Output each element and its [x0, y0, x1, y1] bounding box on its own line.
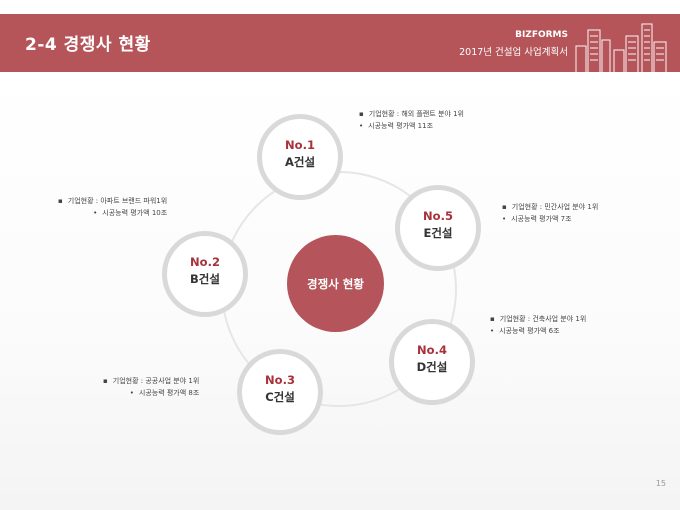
company-note-e: 기업현황 : 민간사업 분야 1위 시공능력 평가액 7조 — [502, 201, 598, 225]
company-status: 기업현황 : 해외 플랜트 분야 1위 — [359, 110, 464, 118]
header-bar: 2-4 경쟁사 현황 BIZFORMS 2017년 건설업 사업계획서 — [0, 14, 680, 74]
city-skyline-icon — [575, 23, 667, 74]
company-capacity: 시공능력 평가액 7조 — [502, 213, 598, 225]
company-node-c: No.3 C건설 — [237, 349, 323, 435]
company-status: 기업현황 : 아파트 브랜드 파워1위 — [58, 197, 167, 205]
page-number: 15 — [655, 479, 666, 488]
company-rank: No.3 — [265, 373, 295, 387]
center-hub: 경쟁사 현황 — [287, 235, 384, 332]
company-note-d: 기업현황 : 건축사업 분야 1위 시공능력 평가액 6조 — [490, 313, 586, 337]
company-node-a: No.1 A건설 — [257, 114, 343, 200]
company-capacity: 시공능력 평가액 6조 — [490, 325, 586, 337]
company-name: C건설 — [265, 390, 295, 404]
document-subtitle: 2017년 건설업 사업계획서 — [459, 47, 568, 58]
company-name: E건설 — [423, 226, 453, 240]
company-node-b: No.2 B건설 — [162, 231, 248, 317]
company-name: D건설 — [416, 360, 448, 374]
company-node-d: No.4 D건설 — [389, 319, 475, 405]
company-status: 기업현황 : 민간사업 분야 1위 — [502, 203, 598, 211]
company-status: 기업현황 : 건축사업 분야 1위 — [490, 315, 586, 323]
brand-name: BIZFORMS — [515, 30, 568, 40]
company-capacity: 시공능력 평가액 10조 — [58, 207, 167, 219]
company-node-e: No.5 E건설 — [395, 185, 481, 271]
company-note-c: 기업현황 : 공공사업 분야 1위 시공능력 평가액 8조 — [103, 375, 199, 399]
company-rank: No.4 — [417, 343, 447, 357]
company-rank: No.5 — [423, 209, 453, 223]
company-capacity: 시공능력 평가액 8조 — [103, 387, 199, 399]
company-capacity: 시공능력 평가액 11조 — [359, 120, 464, 132]
company-rank: No.1 — [285, 138, 315, 152]
company-name: A건설 — [284, 155, 316, 169]
company-rank: No.2 — [190, 255, 220, 269]
company-note-b: 기업현황 : 아파트 브랜드 파워1위 시공능력 평가액 10조 — [58, 195, 167, 219]
page-title: 2-4 경쟁사 현황 — [25, 35, 151, 55]
company-name: B건설 — [190, 272, 220, 286]
company-note-a: 기업현황 : 해외 플랜트 분야 1위 시공능력 평가액 11조 — [359, 108, 464, 132]
company-status: 기업현황 : 공공사업 분야 1위 — [103, 377, 199, 385]
